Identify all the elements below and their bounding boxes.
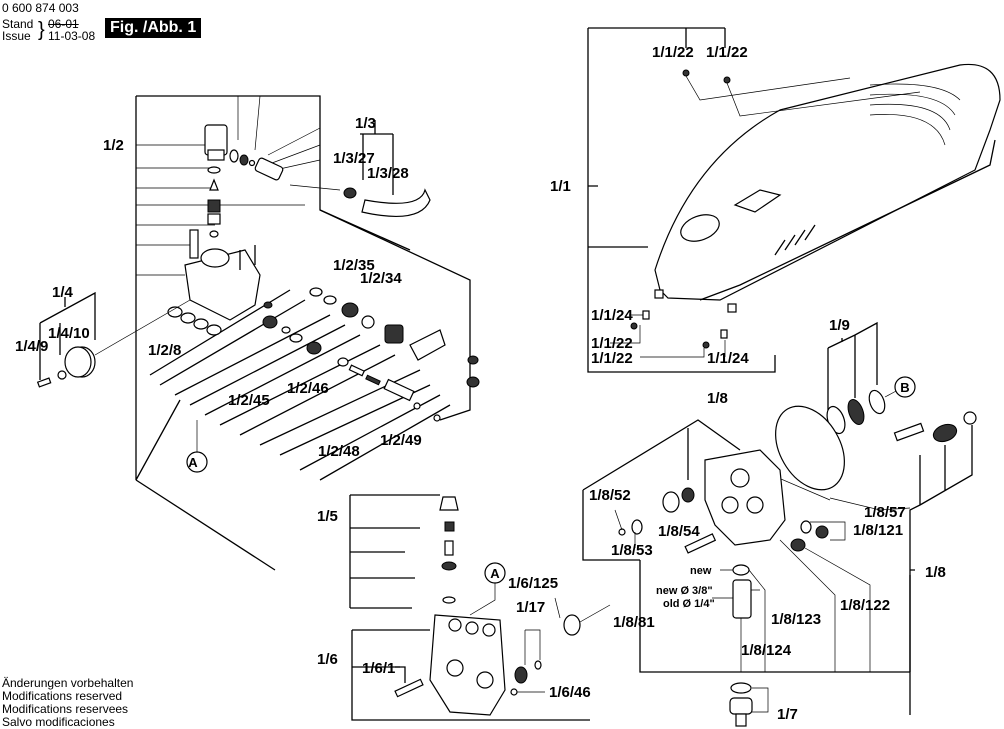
label-1-3-28: 1/3/28: [367, 165, 409, 182]
manifold-parts: [167, 124, 480, 422]
label-1-6-125: 1/6/125: [508, 575, 558, 592]
issue-date: 11-03-08: [48, 29, 96, 43]
callout-a-right-label: A: [490, 566, 500, 581]
label-1-1-24-b: 1/1/24: [707, 350, 749, 367]
brace: }: [38, 19, 45, 41]
label-1-8-top: 1/8: [707, 390, 728, 407]
part-number: 0 600 874 003: [2, 1, 79, 15]
group-1-2-frame: [135, 95, 471, 571]
note-de: Änderungen vorbehalten: [2, 676, 134, 690]
modification-notes: Änderungen vorbehalten Modifications res…: [2, 677, 133, 729]
label-1-8-121: 1/8/121: [853, 522, 903, 539]
label-1-3-27: 1/3/27: [333, 150, 375, 167]
note-es: Salvo modificaciones: [2, 715, 115, 729]
label-new-diameter: new Ø 3/8": [656, 585, 713, 597]
label-1-6-46: 1/6/46: [549, 684, 591, 701]
label-1-2-49: 1/2/49: [380, 432, 422, 449]
label-1-2-45: 1/2/45: [228, 392, 270, 409]
label-1-4-10: 1/4/10: [48, 325, 90, 342]
callout-b-label: B: [900, 380, 909, 395]
label-1-5: 1/5: [317, 508, 338, 525]
parts-1-9: [759, 321, 977, 715]
label-1-1-22-b: 1/1/22: [706, 44, 748, 61]
label-1-8-right: 1/8: [925, 564, 946, 581]
label-1-1-22-a: 1/1/22: [652, 44, 694, 61]
hose-1-3: [289, 120, 431, 218]
label-1-1-22-d: 1/1/22: [591, 350, 633, 367]
figure-title: Fig. /Abb. 1: [105, 18, 202, 38]
label-1-2: 1/2: [103, 137, 124, 154]
wheel-1-4: [36, 291, 191, 388]
stand-label: Stand: [2, 17, 34, 31]
label-1-7: 1/7: [777, 706, 798, 723]
label-1-2-8: 1/2/8: [148, 342, 181, 359]
label-1-8-123: 1/8/123: [771, 611, 821, 628]
label-1-1: 1/1: [550, 178, 571, 195]
label-1-2-46: 1/2/46: [287, 380, 329, 397]
callout-a-label: A: [188, 455, 198, 470]
old-date: 06-01: [48, 17, 79, 31]
label-1-8-52: 1/8/52: [589, 487, 631, 504]
label-1-3: 1/3: [355, 115, 376, 132]
label-1-8-124: 1/8/124: [741, 642, 792, 659]
label-new: new: [690, 565, 712, 577]
coupler-1-7: [729, 682, 769, 727]
label-1-2-35: 1/2/35: [333, 257, 375, 274]
label-1-6-1: 1/6/1: [362, 660, 395, 677]
pump-1-5-1-6: [349, 494, 611, 721]
label-1-8-122: 1/8/122: [840, 597, 890, 614]
label-1-2-34: 1/2/34: [360, 270, 402, 287]
label-1-4: 1/4: [52, 284, 74, 301]
label-1-8-53: 1/8/53: [611, 542, 653, 559]
cover-1-1: [587, 27, 1001, 373]
label-1-4-9: 1/4/9: [15, 338, 48, 355]
note-en: Modifications reserved: [2, 689, 123, 703]
callout-a-left: [186, 420, 208, 473]
label-1-8-57: 1/8/57: [864, 504, 906, 521]
label-1-8-54: 1/8/54: [658, 523, 700, 540]
issue-label: Issue: [2, 29, 31, 43]
label-1-6: 1/6: [317, 651, 338, 668]
pump-head-1-8: [582, 419, 915, 673]
label-1-9: 1/9: [829, 317, 850, 334]
label-1-1-22-c: 1/1/22: [591, 335, 633, 352]
label-1-1-24-a: 1/1/24: [591, 307, 633, 324]
label-1-17: 1/17: [516, 599, 545, 616]
note-fr: Modifications reservees: [2, 702, 129, 716]
part-labels: 1/2 1/3 1/3/27 1/3/28 1/4 1/4/10 1/4/9 1…: [15, 44, 946, 723]
label-old-diameter: old Ø 1/4": [663, 598, 715, 610]
label-1-8-81: 1/8/81: [613, 614, 655, 631]
label-1-2-48: 1/2/48: [318, 443, 360, 460]
